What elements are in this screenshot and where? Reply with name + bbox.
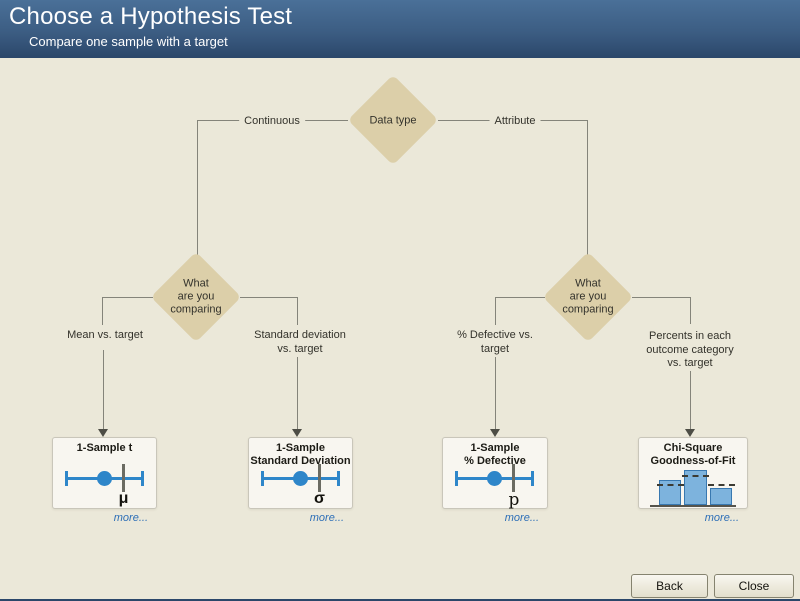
connector [103,350,104,430]
dot-plot-icon: σ [260,464,340,508]
back-button[interactable]: Back [631,574,708,598]
sample-dot-icon [96,471,112,486]
leaf-label-mean-vs-target: Mean vs. target [67,329,143,341]
dialog-header: Choose a Hypothesis Test Compare one sam… [0,0,800,58]
sample-dot-icon [487,471,502,486]
sample-dot-icon [292,471,308,486]
connector [495,297,545,298]
branch-label-attribute: Attribute [489,115,541,127]
dialog-title: Choose a Hypothesis Test [9,3,293,30]
target-tick-icon [317,464,321,492]
connector [297,297,298,325]
connector [102,297,103,325]
arrow-down-icon [98,429,108,437]
connector [197,120,198,256]
connector [102,297,153,298]
arrow-down-icon [490,429,500,437]
distribution-symbol: σ [314,490,325,507]
test-card-1-sample-t[interactable]: 1-Sample t μ [52,437,157,509]
distribution-symbol: μ [118,490,129,507]
target-tick-icon [512,464,515,492]
connector [690,297,691,324]
more-link[interactable]: more... [309,512,344,524]
connector [495,297,496,325]
leaf-label-stdev-vs-target: Standard deviation vs. target [254,329,346,355]
decision-node-label: Data type [369,114,417,127]
leaf-label-pct-defective-vs-target: % Defective vs. target [457,329,533,355]
connector [690,371,691,430]
test-card-title: 1-Sample t [76,442,133,454]
decision-node-label: What are you comparing [170,277,222,316]
more-link[interactable]: more... [113,512,148,524]
test-card-chi-square-gof[interactable]: Chi-Square Goodness-of-Fit [638,437,748,509]
dot-plot-icon: p [455,464,534,510]
test-card-1-sample-pct-defective[interactable]: 1-Sample % Defective p [442,437,548,510]
decision-node-label: What are you comparing [562,277,614,316]
arrow-down-icon [685,429,695,437]
arrow-down-icon [292,429,302,437]
dot-plot-icon: μ [64,464,144,508]
dialog-subtitle: Compare one sample with a target [29,34,228,49]
connector [297,357,298,430]
more-link[interactable]: more... [704,512,739,524]
more-link[interactable]: more... [504,512,539,524]
bar-chart-icon [650,468,736,508]
connector [632,297,690,298]
test-card-1-sample-stdev[interactable]: 1-Sample Standard Deviation σ [248,437,353,509]
distribution-symbol: p [508,490,520,510]
branch-label-continuous: Continuous [239,115,305,127]
connector [495,357,496,430]
window-bottom-edge [0,599,800,601]
connector [587,120,588,256]
target-tick-icon [121,464,125,492]
test-card-title: Chi-Square Goodness-of-Fit [650,442,736,467]
close-button[interactable]: Close [714,574,794,598]
leaf-label-percents-outcome-vs-target: Percents in each outcome category vs. ta… [646,330,734,369]
connector [240,297,297,298]
test-card-title: 1-Sample Standard Deviation [250,442,351,467]
test-card-title: 1-Sample % Defective [464,442,526,467]
